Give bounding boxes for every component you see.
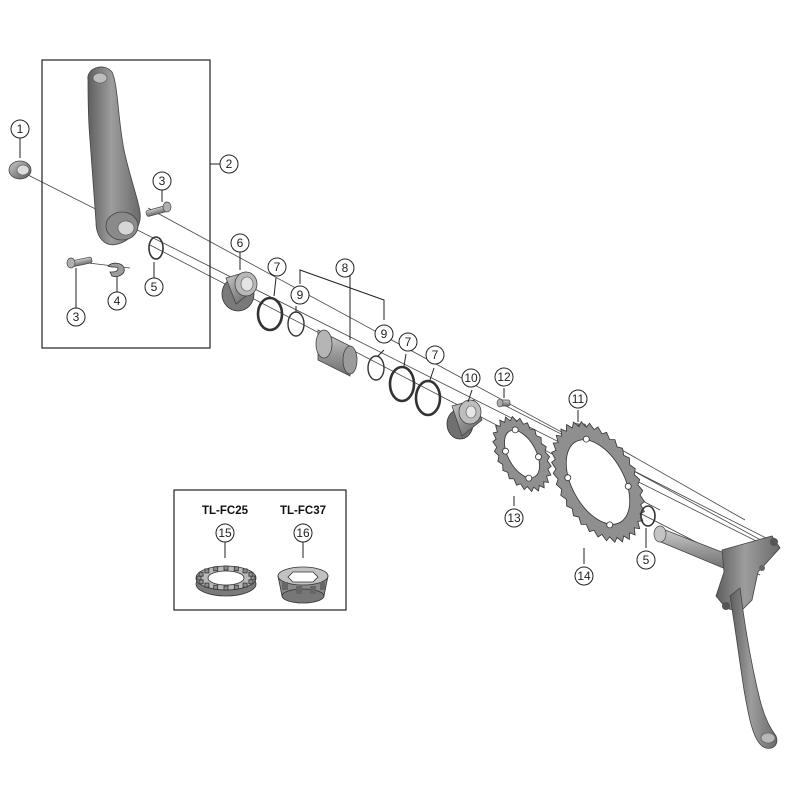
svg-text:9: 9 [381, 327, 388, 341]
callout-4: 4 [107, 291, 127, 311]
tool-label-tl-fc25: TL-FC25 [202, 505, 249, 517]
callout-15: 15 [215, 523, 235, 543]
left-crank-group-frame [41, 59, 211, 349]
svg-text:2: 2 [226, 157, 233, 171]
callout-5-left: 5 [144, 277, 164, 297]
callout-7-c: 7 [425, 345, 445, 365]
part-12-chainring-bolt [496, 398, 511, 408]
svg-text:5: 5 [151, 280, 158, 294]
part-3-bolt-upper [145, 201, 172, 217]
part-9-o-ring-b [367, 355, 385, 381]
svg-text:6: 6 [237, 236, 244, 250]
svg-text:7: 7 [274, 260, 281, 274]
tool-label-tl-fc37: TL-FC37 [280, 505, 326, 517]
svg-text:13: 13 [507, 511, 521, 525]
right-crank-arm [653, 525, 781, 749]
tool-tl-fc25-graphic [195, 565, 257, 597]
callout-11: 11 [568, 389, 588, 409]
svg-text:8: 8 [342, 261, 349, 275]
svg-text:5: 5 [643, 553, 650, 567]
tools-inset: TL-FC25 TL-FC37 [173, 489, 347, 611]
part-6-bb-cup-left [221, 271, 258, 312]
callout-6: 6 [230, 233, 250, 253]
svg-text:7: 7 [405, 335, 412, 349]
callout-3-lower: 3 [66, 307, 86, 327]
part-3-bolt-lower [66, 256, 93, 269]
svg-text:14: 14 [577, 569, 591, 583]
tool-tl-fc37-graphic [277, 566, 329, 604]
callout-14: 14 [574, 566, 594, 586]
svg-text:9: 9 [297, 288, 304, 302]
callout-9-a: 9 [290, 285, 310, 305]
callout-7-a: 7 [267, 257, 287, 277]
part-7-spacer-ring-a [256, 296, 284, 332]
callout-5-right: 5 [636, 550, 656, 570]
callout-8: 8 [335, 258, 355, 278]
callouts: 1 2 3 3 4 5 6 7 8 9 9 7 7 10 12 11 13 14… [10, 119, 656, 586]
svg-text:1: 1 [17, 122, 24, 136]
part-13-inner-chainring [492, 415, 552, 493]
part-5-o-ring-right [640, 505, 656, 527]
part-7-spacer-ring-b [388, 365, 416, 403]
svg-text:3: 3 [73, 310, 80, 324]
left-crank-arm [87, 66, 141, 246]
callout-1: 1 [10, 119, 30, 139]
part-14-outer-chainring [551, 420, 645, 544]
callout-10: 10 [461, 368, 481, 388]
svg-text:12: 12 [497, 370, 511, 384]
svg-text:10: 10 [464, 371, 478, 385]
svg-text:15: 15 [218, 526, 232, 540]
callout-3-upper: 3 [152, 171, 172, 191]
part-5-o-ring-left [148, 236, 164, 260]
callout-leaders [19, 138, 647, 564]
svg-text:3: 3 [159, 174, 166, 188]
svg-text:11: 11 [572, 392, 585, 406]
svg-text:7: 7 [432, 348, 439, 362]
part-1-crank-cap [8, 160, 32, 180]
callout-16: 16 [293, 523, 313, 543]
callout-2: 2 [219, 154, 239, 174]
part-10-bb-cup-right [446, 399, 483, 440]
svg-text:16: 16 [296, 526, 310, 540]
callout-7-b: 7 [398, 332, 418, 352]
callout-12: 12 [494, 367, 514, 387]
part-4-stopper-plate [107, 262, 125, 277]
part-7-spacer-ring-c [414, 379, 442, 417]
part-8-inner-sleeve [315, 329, 358, 377]
callout-13: 13 [504, 508, 524, 528]
svg-text:4: 4 [114, 294, 121, 308]
callout-9-b: 9 [374, 324, 394, 344]
